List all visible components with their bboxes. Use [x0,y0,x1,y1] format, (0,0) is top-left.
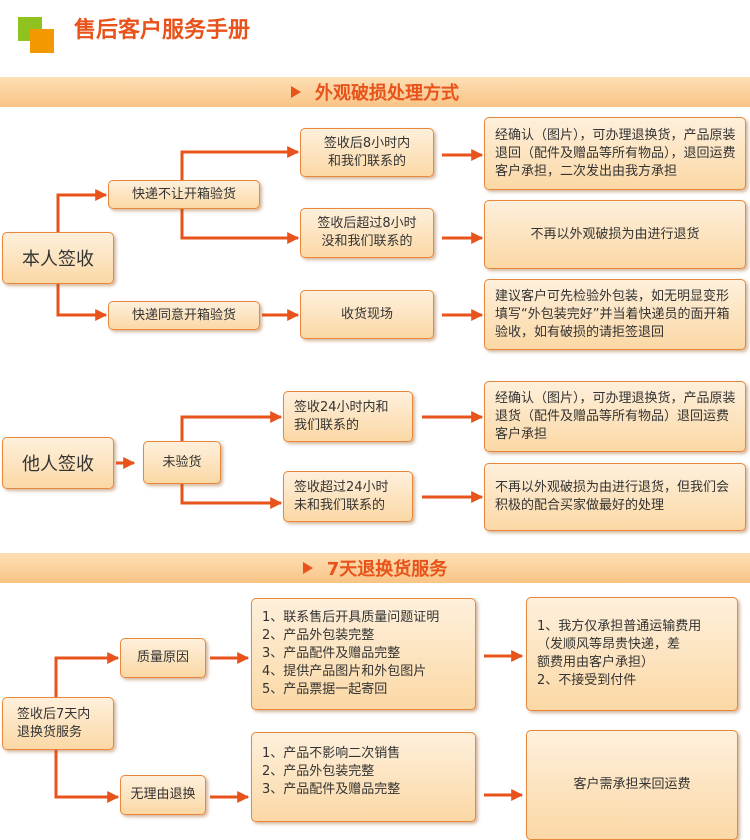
node-label: 快递不让开箱验货 [131,186,236,202]
play-triangle-icon [291,86,301,98]
node-label: 签收后7天内 退换货服务 [17,706,91,740]
node-within-8h: 签收后8小时内 和我们联系的 [300,128,434,177]
logo-orange-square [30,29,54,53]
node-7day-return: 签收后7天内 退换货服务 [2,697,114,750]
node-other-sign: 他人签收 [2,437,114,489]
node-within-24h: 签收24小时内和 我们联系的 [283,391,413,442]
node-self-sign: 本人签收 [2,232,114,284]
section-title: 7天退换货服务 [326,559,448,580]
node-over-24h-result: 不再以外观破损为由进行退货，但我们会积极的配合买家做最好的处理 [484,463,746,531]
node-label: 本人签收 [22,249,94,270]
node-label: 1、联系售后开具质量问题证明 2、产品外包装完整 3、产品配件及赠品完整 4、提… [262,610,440,697]
node-quality-requirements: 1、联系售后开具质量问题证明 2、产品外包装完整 3、产品配件及赠品完整 4、提… [251,598,476,710]
node-label: 经确认（图片），可办理退换货，产品原装退货（配件及赠品等所有物品）退回运费客户承… [495,390,736,442]
section-banner-7day-return: 7天退换货服务 [0,553,750,583]
node-on-site: 收货现场 [300,290,434,339]
node-label: 1、我方仅承担普通运输费用 （发顺风等昂贵快递，差 额费用由客户承担） 2、不接… [537,619,702,688]
node-not-inspected: 未验货 [143,441,221,484]
node-quality-reason: 质量原因 [120,638,206,678]
node-label: 签收后超过8小时 没和我们联系的 [317,216,417,249]
node-label: 他人签收 [22,454,94,475]
node-quality-result: 1、我方仅承担普通运输费用 （发顺风等昂贵快递，差 额费用由客户承担） 2、不接… [526,597,738,711]
node-no-reason-requirements: 1、产品不影响二次销售 2、产品外包装完整 3、产品配件及赠品完整 [251,732,476,822]
node-no-reason-result: 客户需承担来回运费 [526,730,738,840]
node-label: 经确认（图片），可办理退换货，产品原装退回（配件及赠品等所有物品），退回运费客户… [495,127,736,179]
play-triangle-icon [302,562,313,574]
node-over-8h-result: 不再以外观破损为由进行退货 [484,200,746,269]
node-label: 签收24小时内和 我们联系的 [294,399,389,433]
node-no-reason-return: 无理由退换 [120,775,206,815]
node-label: 快递同意开箱验货 [131,307,236,323]
node-within-8h-result: 经确认（图片），可办理退换货，产品原装退回（配件及赠品等所有物品），退回运费客户… [484,117,746,190]
node-label: 收货现场 [340,306,393,322]
node-courier-allow-open: 快递同意开箱验货 [108,301,260,330]
node-over-24h: 签收超过24小时 未和我们联系的 [283,471,413,522]
page-title: 售后客户服务手册 [74,18,251,43]
section-title: 外观破损处理方式 [315,83,459,104]
node-over-8h: 签收后超过8小时 没和我们联系的 [300,208,434,258]
node-courier-no-open: 快递不让开箱验货 [108,180,260,209]
node-within-24h-result: 经确认（图片），可办理退换货，产品原装退货（配件及赠品等所有物品）退回运费客户承… [484,381,746,452]
node-label: 不再以外观破损为由进行退货 [530,226,700,242]
node-label: 客户需承担来回运费 [573,777,691,792]
node-label: 质量原因 [136,650,189,665]
node-label: 不再以外观破损为由进行退货，但我们会积极的配合买家做最好的处理 [495,480,730,513]
node-label: 无理由退换 [130,787,196,802]
node-label: 签收超过24小时 未和我们联系的 [294,479,389,513]
node-on-site-result: 建议客户可先检验外包装，如无明显变形填写“外包装完好”并当着快递员的面开箱验收，… [484,279,746,350]
node-label: 1、产品不影响二次销售 2、产品外包装完整 3、产品配件及赠品完整 [262,746,401,797]
node-label: 签收后8小时内 和我们联系的 [323,135,411,169]
node-label: 建议客户可先检验外包装，如无明显变形填写“外包装完好”并当着快递员的面开箱验收，… [495,288,730,340]
node-label: 未验货 [162,454,202,470]
flowchart-connectors [54,146,524,803]
section-banner-appearance-damage: 外观破损处理方式 [0,77,750,107]
